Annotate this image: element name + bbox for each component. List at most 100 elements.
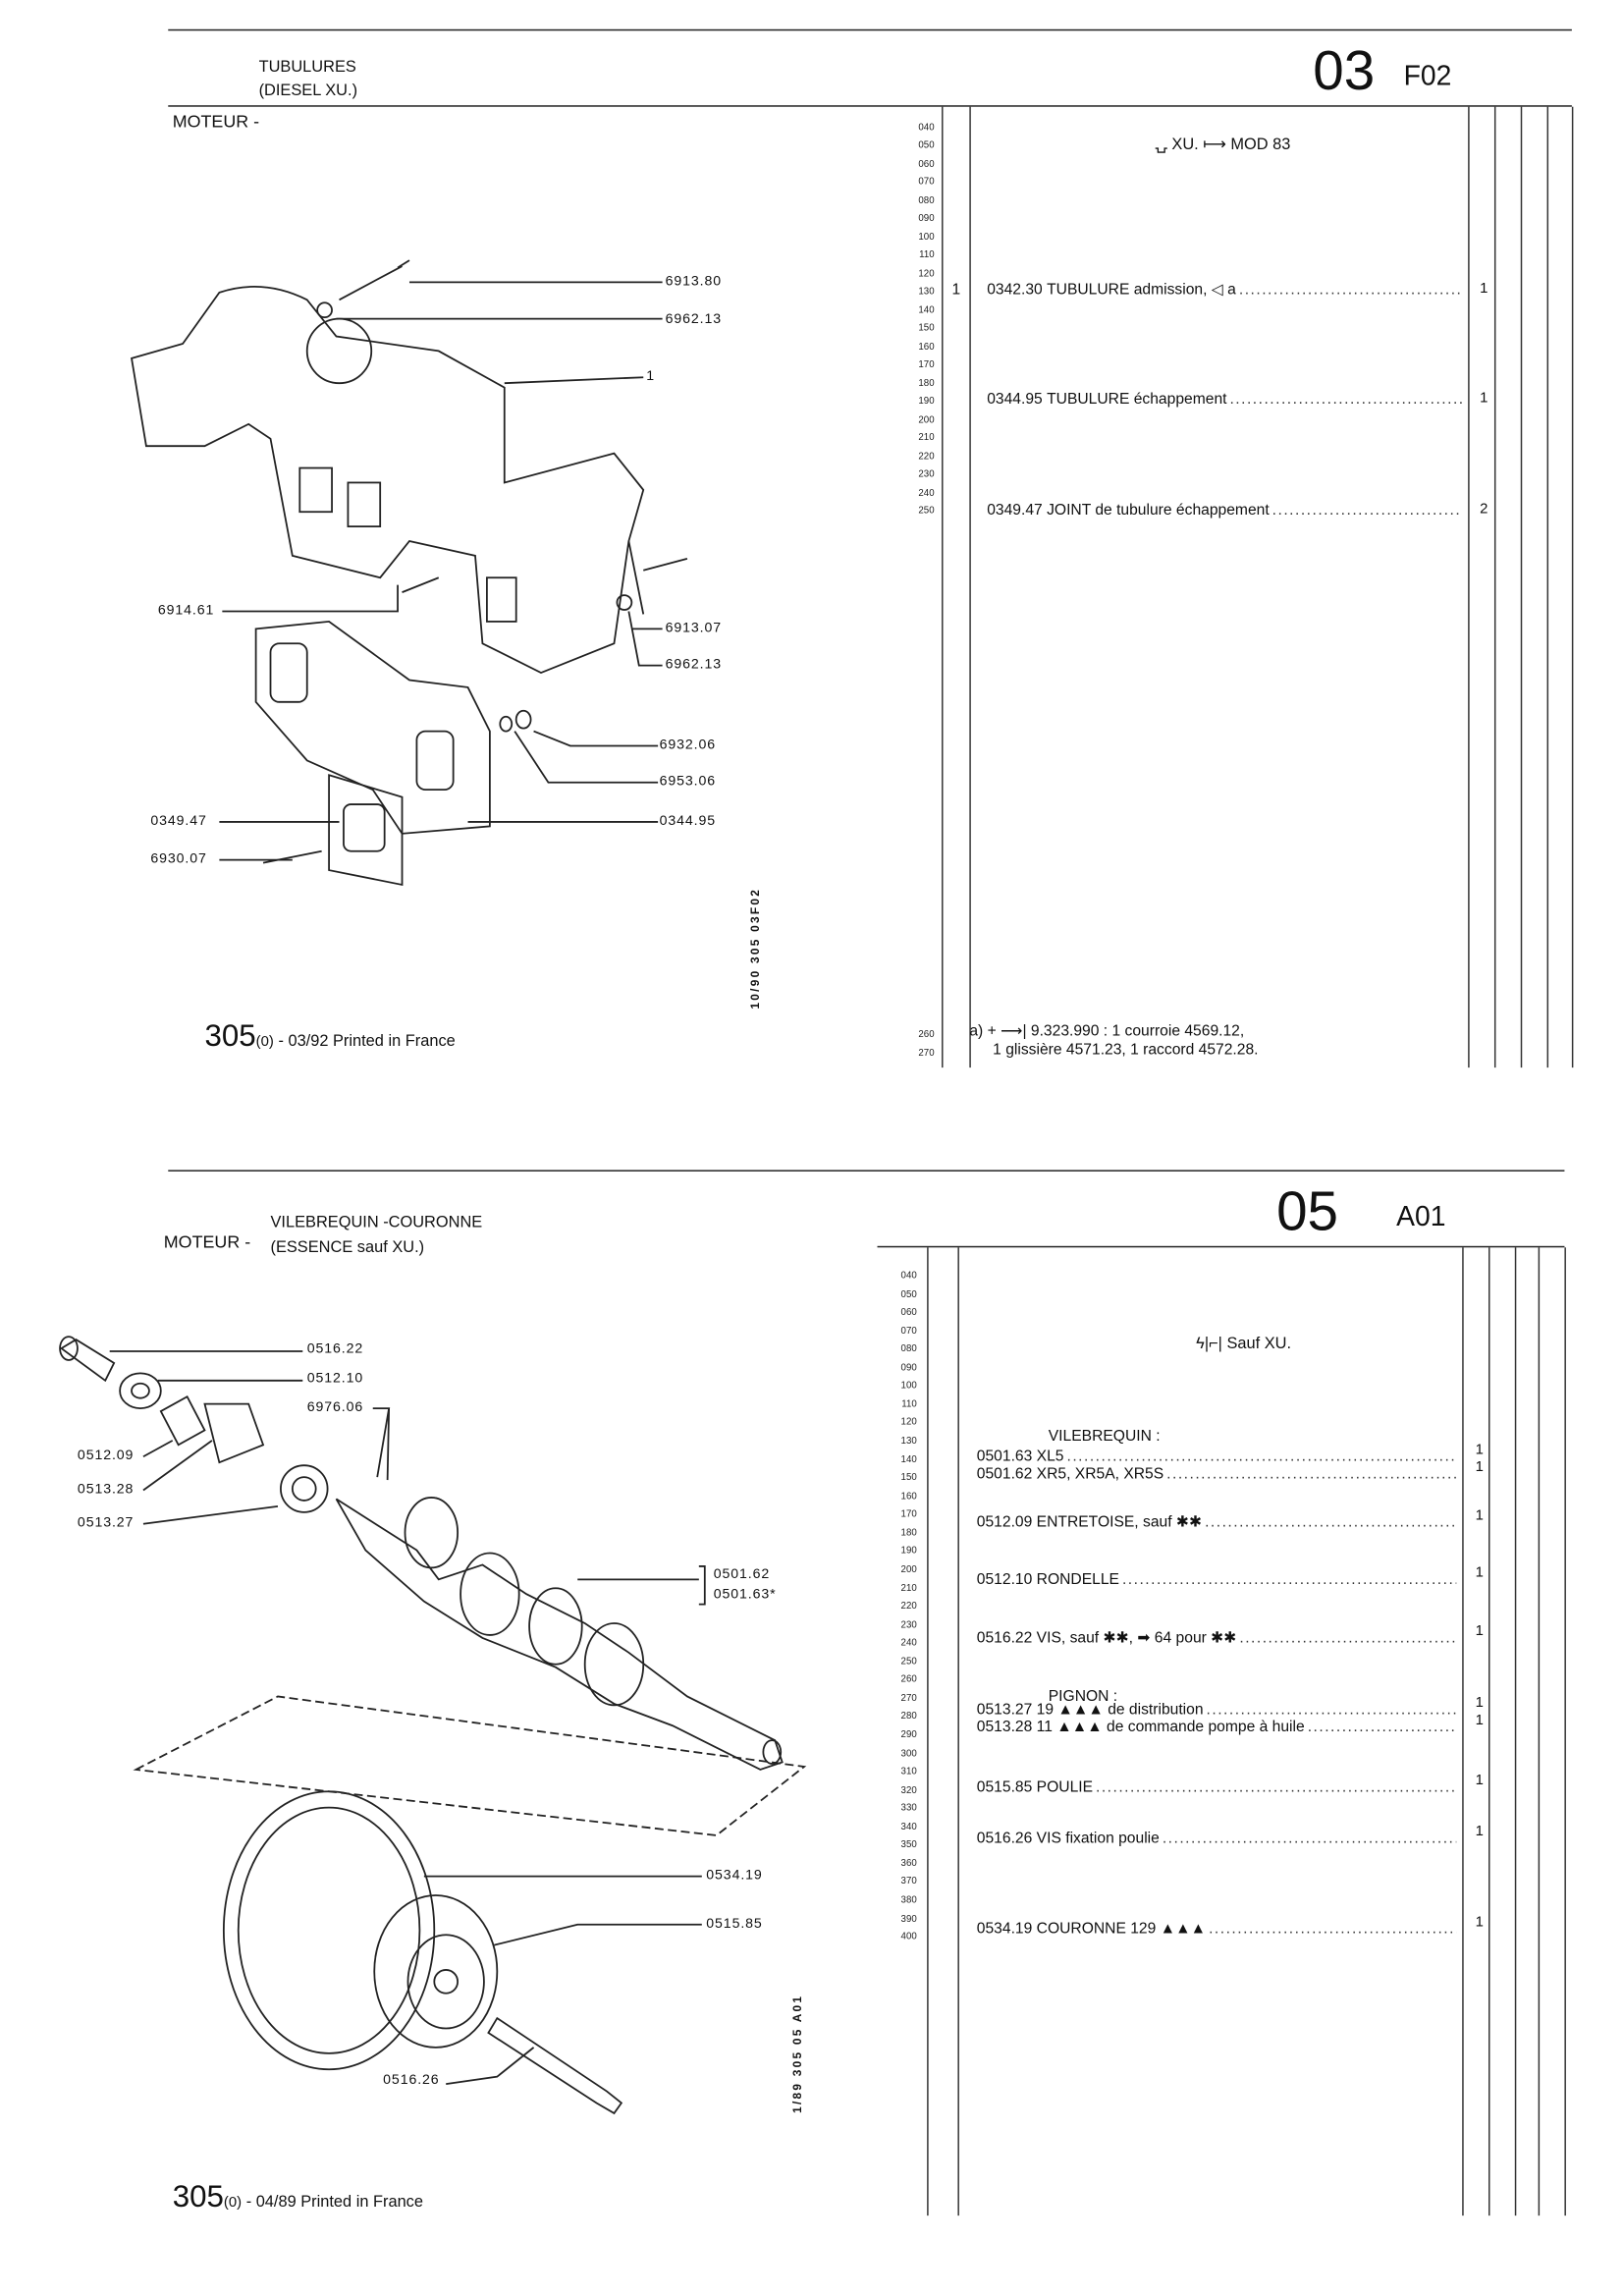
callout-label: 0512.09 <box>77 1448 135 1464</box>
page-footer: 305(0) - 03/92 Printed in France <box>204 1019 455 1055</box>
row-number: 250 <box>900 1656 917 1667</box>
row-number: 130 <box>918 287 935 298</box>
part-quantity: 1 <box>1475 1459 1484 1476</box>
callout-label: 6913.80 <box>665 273 722 290</box>
row-number: 110 <box>919 250 935 261</box>
manifold-exploded-drawing <box>131 259 688 887</box>
row-number: 370 <box>900 1877 917 1887</box>
row-number: 080 <box>918 195 935 206</box>
column-line <box>1520 106 1523 1068</box>
part-row: 0515.85 POULIE <box>977 1778 1456 1796</box>
leader-dots <box>1308 1719 1457 1736</box>
row-number: 060 <box>918 159 935 170</box>
row-number: 340 <box>900 1822 917 1832</box>
column-line <box>1462 1247 1464 2216</box>
callout-label: 1 <box>646 368 655 385</box>
part-quantity: 1 <box>1475 1694 1484 1712</box>
row-number: 180 <box>918 378 935 389</box>
column-line <box>1468 106 1470 1068</box>
part-number: 0512.09 <box>976 1513 1033 1532</box>
drawing-code: 10/90 305 03F02 <box>748 887 762 1010</box>
callout-label: 0515.85 <box>706 1915 763 1933</box>
callout-label: 6962.13 <box>665 656 722 674</box>
footer-model: 305 <box>204 1018 256 1054</box>
leader-dots <box>1096 1778 1456 1796</box>
column-line <box>957 1247 959 2216</box>
callout-label: 6930.07 <box>150 850 207 868</box>
row-number: 240 <box>900 1638 917 1649</box>
column-line <box>1493 106 1496 1068</box>
callout-label: 6913.07 <box>665 620 722 636</box>
column-line <box>942 106 944 1068</box>
part-number: 0512.10 <box>976 1570 1033 1589</box>
part-row: 0516.22 VIS, sauf ✱✱, ➡ 64 pour ✱✱ <box>977 1629 1456 1647</box>
leader-dots <box>1272 502 1463 519</box>
row-number: 150 <box>918 323 935 334</box>
callout-label: 6932.06 <box>659 737 717 753</box>
part-number: 0513.27 <box>976 1700 1033 1719</box>
part-row: 0344.95 TUBULURE échappement <box>987 391 1462 409</box>
column-line <box>1514 1247 1517 2216</box>
leader-dots <box>1239 281 1462 299</box>
subgroup-code: F02 <box>1403 61 1452 92</box>
row-number: 290 <box>900 1729 917 1741</box>
row-number: 350 <box>900 1839 917 1851</box>
part-quantity: 1 <box>1475 1442 1484 1458</box>
callout-label: 6953.06 <box>659 773 717 791</box>
part-number: 0534.19 <box>976 1920 1033 1939</box>
part-description: TUBULURE admission, ◁ a <box>1047 280 1236 299</box>
footer-model: 305 <box>172 2180 224 2214</box>
leader-dots <box>1066 1448 1456 1465</box>
callout-label: 6962.13 <box>665 311 722 328</box>
row-number: 230 <box>918 469 935 480</box>
column-line <box>1546 106 1549 1068</box>
row-number: 160 <box>900 1491 917 1502</box>
column-line <box>1538 1247 1541 2216</box>
part-quantity: 2 <box>1480 501 1488 519</box>
row-number: 200 <box>900 1564 917 1575</box>
part-number: 0349.47 <box>987 501 1043 519</box>
row-number: 070 <box>900 1326 917 1337</box>
row-number: 270 <box>900 1693 917 1704</box>
callout-label: 0344.95 <box>659 812 717 830</box>
row-number: 260 <box>900 1674 917 1686</box>
leader-dots <box>1239 1629 1456 1647</box>
leader-dots <box>1205 1513 1456 1531</box>
part-number: 0516.26 <box>976 1829 1033 1847</box>
row-number: 320 <box>900 1784 917 1796</box>
leader-dots <box>1163 1830 1456 1847</box>
part-description: 11 ▲▲▲ de commande pompe à huile <box>1036 1718 1305 1736</box>
row-number: 040 <box>900 1271 917 1282</box>
crankshaft-exploded-drawing <box>59 1336 807 2115</box>
callout-label: 0513.28 <box>77 1481 135 1498</box>
row-number: 170 <box>918 359 935 371</box>
column-line <box>1564 1247 1566 2216</box>
column-line <box>969 106 971 1068</box>
row-number: 140 <box>918 304 935 316</box>
row-number: 140 <box>900 1454 917 1465</box>
part-description: RONDELLE <box>1036 1570 1119 1589</box>
callout-label: 0516.22 <box>306 1340 364 1357</box>
row-number: 170 <box>900 1509 917 1520</box>
part-quantity: 1 <box>1475 1914 1484 1931</box>
part-quantity: 1 <box>1475 1772 1484 1789</box>
row-number: 070 <box>918 177 935 189</box>
part-quantity: 1 <box>1475 1507 1484 1524</box>
callout-label: 0516.26 <box>383 2072 440 2089</box>
part-description: VIS, sauf ✱✱, ➡ 64 pour ✱✱ <box>1036 1628 1237 1647</box>
part-row: 0516.26 VIS fixation poulie <box>977 1830 1456 1847</box>
row-number: 220 <box>900 1601 917 1613</box>
part-quantity: 1 <box>1480 280 1488 298</box>
row-number: 390 <box>900 1913 917 1925</box>
part-quantity: 1 <box>1475 1623 1484 1640</box>
group-heading: VILEBREQUIN : <box>1048 1427 1161 1446</box>
column-line <box>927 1247 929 2216</box>
row-number: 310 <box>900 1767 917 1777</box>
part-description: JOINT de tubulure échappement <box>1047 501 1270 519</box>
leader-dots <box>1166 1465 1456 1483</box>
callout-label: 0513.27 <box>77 1514 135 1532</box>
part-description: ENTRETOISE, sauf ✱✱ <box>1036 1513 1203 1532</box>
callout-leaders <box>219 281 663 861</box>
part-row: 0349.47 JOINT de tubulure échappement <box>987 502 1462 519</box>
